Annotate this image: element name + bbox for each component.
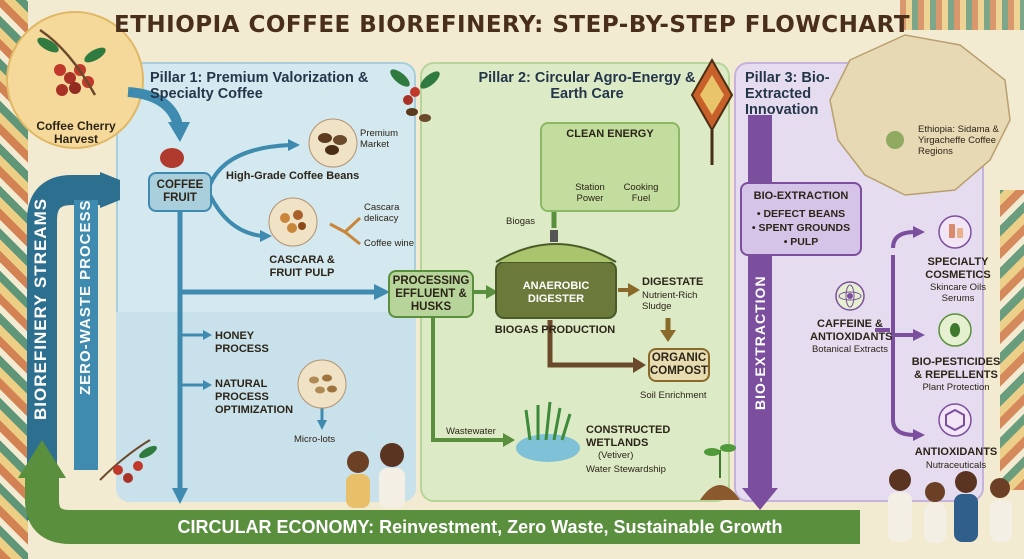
premium-market-label: Premium Market xyxy=(360,128,399,150)
wetlands-label: CONSTRUCTED WETLANDS xyxy=(586,424,671,449)
wastewater-label: Wastewater xyxy=(446,426,496,437)
decorative-beans-branch xyxy=(390,69,440,122)
coffee-fruit-label: COFFEE FRUIT xyxy=(156,179,204,204)
bioextraction-item-1: • DEFECT BEANS xyxy=(756,208,846,220)
harvest-label: Coffee Cherry Harvest xyxy=(36,119,116,146)
compost-box[interactable]: ORGANIC COMPOST xyxy=(648,348,710,382)
natural-process-label: NATURAL PROCESS OPTIMIZATION xyxy=(215,378,294,416)
microlots-label: Micro-lots xyxy=(294,434,336,445)
pillar1-title: Pillar 1: Premium Valorization & Special… xyxy=(150,70,369,102)
caffeine-sub-label: Botanical Extracts xyxy=(811,344,889,355)
microlots-icon xyxy=(297,359,347,409)
digester-label: ANAEROBIC DIGESTER xyxy=(522,280,590,305)
digestate-sub-label: Nutrient-Rich Sludge xyxy=(642,290,698,312)
top-pattern-band xyxy=(900,0,1024,30)
molecule-icon xyxy=(835,281,865,311)
pillar2-title: Pillar 2: Circular Agro-Energy & Earth C… xyxy=(478,70,696,102)
coffee-fruit-box[interactable]: COFFEE FRUIT xyxy=(148,172,212,212)
cosmetics-label: SPECIALTY COSMETICS xyxy=(925,256,991,281)
biogas-label: Biogas xyxy=(506,216,536,227)
seedling-icon xyxy=(700,444,740,500)
water-stewardship-label: Water Stewardship xyxy=(586,464,666,475)
coffee-beans-icon xyxy=(308,118,358,168)
pesticides-sub-label: Plant Protection xyxy=(922,382,990,393)
pesticides-label: BIO-PESTICIDES & REPELLENTS xyxy=(911,356,1001,381)
antioxidant-icon xyxy=(938,403,972,437)
zero-waste-label: ZERO-WASTE PROCESS xyxy=(77,199,94,395)
page-title: ETHIOPIA COFFEE BIOREFINERY: STEP-BY-STE… xyxy=(113,12,911,38)
coffee-fruit-icon xyxy=(160,148,184,168)
cascara-label: CASCARA & FRUIT PULP xyxy=(269,254,335,279)
decorative-cherry-branch xyxy=(99,439,157,483)
soil-enrichment-label: Soil Enrichment xyxy=(640,390,707,401)
circular-return-arrow xyxy=(24,470,860,544)
right-pattern-border xyxy=(1000,190,1024,490)
coffee-beans-label: High-Grade Coffee Beans xyxy=(226,170,360,182)
honey-process-label: HONEY PROCESS xyxy=(215,330,269,355)
biorefinery-streams-label: BIOREFINERY STREAMS xyxy=(31,197,50,420)
caffeine-label: CAFFEINE & ANTIOXIDANTS xyxy=(810,318,893,343)
anaerobic-digester-icon xyxy=(495,230,617,319)
antioxidants-label: ANTIOXIDANTS xyxy=(914,446,998,458)
effluent-label: PROCESSING EFFLUENT & HUSKS xyxy=(392,274,470,313)
cascara-delicacy-label: Cascara delicacy xyxy=(364,202,400,224)
map-label: Ethiopia: Sidama & Yirgacheffe Coffee Re… xyxy=(918,124,999,157)
outer-stream-arrow xyxy=(27,175,100,520)
pillar1-lower-zone xyxy=(116,312,416,502)
station-power-label: Station Power xyxy=(575,182,605,204)
bioextraction-item-3: • PULP xyxy=(783,236,819,248)
ethiopian-ornament xyxy=(690,57,734,165)
wetlands-icon xyxy=(516,401,580,462)
cooking-fuel-label: Cooking Fuel xyxy=(623,182,659,204)
circular-economy-banner: CIRCULAR ECONOMY: Reinvestment, Zero Was… xyxy=(100,510,860,544)
pillar3-title: Pillar 3: Bio-Extracted Innovation xyxy=(745,70,830,118)
cosmetics-sub-label: Skincare Oils Serums xyxy=(930,282,986,304)
circular-economy-label: CIRCULAR ECONOMY: Reinvestment, Zero Was… xyxy=(177,516,783,537)
clean-energy-label: CLEAN ENERGY xyxy=(566,128,654,140)
coffee-cherry-icon xyxy=(37,28,106,96)
ethiopia-map-icon xyxy=(829,34,1011,196)
coffee-wine-label: Coffee wine xyxy=(364,238,414,249)
digestate-label: DIGESTATE xyxy=(642,276,704,288)
biogas-production-label: BIOGAS PRODUCTION xyxy=(494,324,616,336)
bioextraction-vertical-label: BIO-EXTRACTION xyxy=(752,275,768,410)
fruit-pulp-icon xyxy=(268,197,318,247)
map-region-marker xyxy=(886,131,904,149)
vetiver-label: (Vetiver) xyxy=(598,450,634,461)
bioextraction-item-2: • SPENT GROUNDS xyxy=(751,222,851,234)
clean-energy-box[interactable] xyxy=(540,122,680,212)
bioextraction-head-label: BIO-EXTRACTION xyxy=(753,190,849,202)
people-illustration xyxy=(346,443,1012,543)
antioxidants-sub-label: Nutraceuticals xyxy=(925,460,987,471)
compost-label: ORGANIC COMPOST xyxy=(649,352,709,377)
bioextraction-box[interactable] xyxy=(740,182,862,256)
effluent-box[interactable]: PROCESSING EFFLUENT & HUSKS xyxy=(388,270,474,318)
